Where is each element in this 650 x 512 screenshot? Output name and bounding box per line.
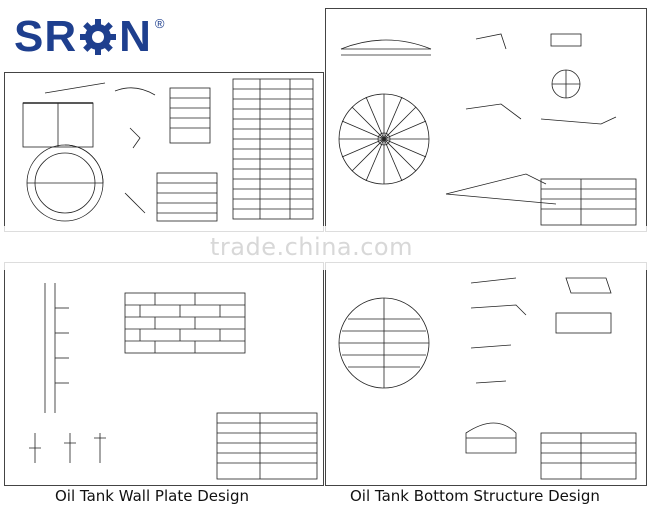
wall-plate-layout-drawing — [29, 283, 318, 480]
bottom-plate-layout-drawing — [338, 277, 637, 480]
brand-name-part1: SR — [14, 12, 78, 61]
tank-wall-drawing — [22, 78, 314, 222]
drawing-wall-plate-bottom — [4, 262, 324, 486]
watermark-band — [0, 226, 650, 270]
gear-icon — [80, 19, 117, 55]
registered-mark: ® — [154, 15, 165, 31]
drawing-bottom-structure-bottom — [325, 262, 647, 486]
watermark-text: trade.china.com — [210, 233, 413, 261]
brand-logo: SR N ® — [14, 14, 165, 60]
drawing-bottom-structure-top — [325, 8, 647, 232]
tank-bottom-drawing — [338, 33, 637, 226]
brand-name-part2: N — [119, 12, 152, 61]
drawing-wall-plate-top — [4, 72, 324, 232]
caption-wall-plate: Oil Tank Wall Plate Design — [55, 487, 249, 505]
caption-bottom-structure: Oil Tank Bottom Structure Design — [350, 487, 600, 505]
